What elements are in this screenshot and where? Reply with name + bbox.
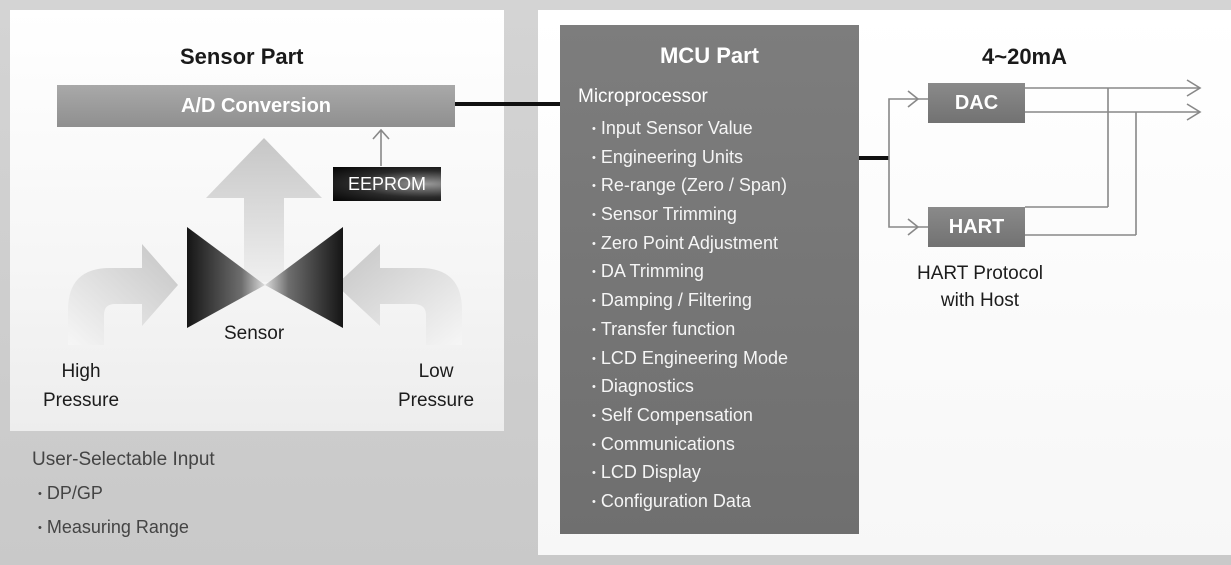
sensor-label: Sensor — [224, 323, 285, 344]
mcu-function-item: Input Sensor Value — [592, 118, 788, 147]
mcu-function-item: Zero Point Adjustment — [592, 233, 788, 262]
mcu-part-title: MCU Part — [659, 43, 759, 68]
mcu-function-item: Engineering Units — [592, 147, 788, 176]
high-pressure-line-1: High — [61, 361, 101, 382]
user-input-list: DP/GP Measuring Range — [38, 483, 189, 551]
user-input-item: DP/GP — [38, 483, 189, 517]
hart-protocol-line-1: HART Protocol — [916, 263, 1043, 284]
user-input-item: Measuring Range — [38, 517, 189, 551]
sensor-icon-left — [187, 227, 265, 328]
mcu-function-item: Damping / Filtering — [592, 290, 788, 319]
dac-label: DAC — [954, 91, 999, 114]
hart-label: HART — [948, 215, 1005, 238]
high-pressure-label: High Pressure — [36, 357, 126, 415]
mcu-function-item: DA Trimming — [592, 261, 788, 290]
ad-conversion-block: A/D Conversion — [57, 85, 455, 127]
mcu-function-item: Configuration Data — [592, 491, 788, 520]
output-current-title: 4~20mA — [982, 44, 1068, 69]
up-flow-arrow — [206, 138, 322, 282]
ad-conversion-label: A/D Conversion — [180, 94, 332, 117]
hart-block: HART — [928, 207, 1025, 247]
low-pressure-label: Low Pressure — [386, 357, 486, 415]
low-pressure-line-1: Low — [418, 361, 454, 382]
low-pressure-line-2: Pressure — [397, 390, 475, 411]
mcu-function-item: LCD Display — [592, 462, 788, 491]
low-pressure-arrow — [336, 244, 462, 345]
mcu-function-item: Self Compensation — [592, 405, 788, 434]
mcu-function-item: LCD Engineering Mode — [592, 348, 788, 377]
mcu-function-item: Transfer function — [592, 319, 788, 348]
high-pressure-arrow — [68, 244, 178, 345]
mcu-function-item: Re-range (Zero / Span) — [592, 175, 788, 204]
high-pressure-line-2: Pressure — [42, 390, 120, 411]
eeprom-block: EEPROM — [333, 167, 441, 201]
dac-block: DAC — [928, 83, 1025, 123]
sensor-part-title: Sensor Part — [180, 44, 304, 69]
eeprom-arrow — [372, 128, 390, 140]
hart-protocol-line-2: with Host — [940, 290, 1020, 311]
mcu-part-block: MCU Part Microprocessor Input Sensor Val… — [560, 25, 859, 534]
output-split-lines — [888, 79, 1202, 236]
hart-protocol-label: HART Protocol with Host — [880, 260, 1080, 314]
user-input-title: User-Selectable Input — [32, 449, 215, 470]
eeprom-label: EEPROM — [347, 173, 426, 194]
mcu-function-item: Sensor Trimming — [592, 204, 788, 233]
microprocessor-label: Microprocessor — [578, 86, 708, 107]
mcu-function-item: Communications — [592, 434, 788, 463]
mcu-function-list: Input Sensor Value Engineering Units Re-… — [592, 118, 788, 520]
mcu-function-item: Diagnostics — [592, 376, 788, 405]
sensor-icon-right — [265, 227, 343, 328]
